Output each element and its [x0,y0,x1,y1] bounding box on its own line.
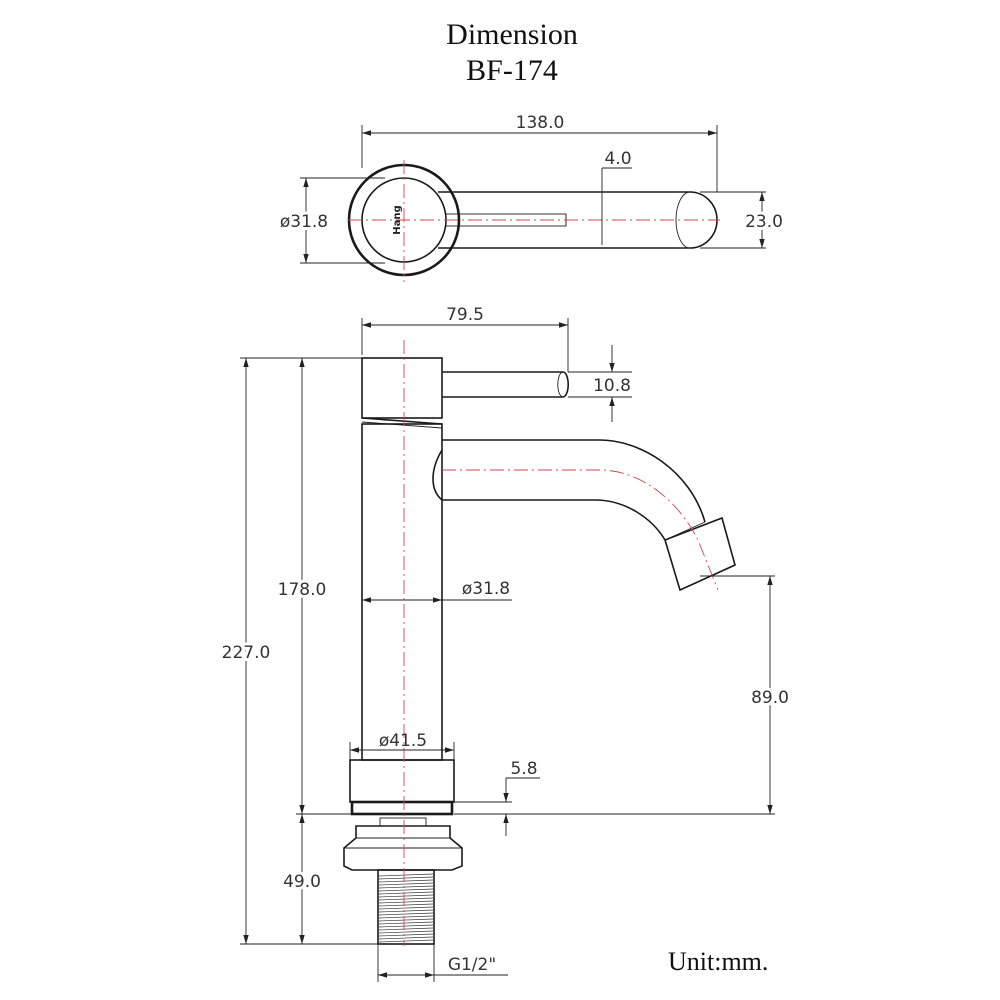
dim-label-base-diameter: ø41.5 [379,731,427,751]
thread-line [378,897,434,901]
unit-label: Unit:mm. [668,947,768,976]
thread-line [378,900,434,904]
thread-line [378,930,434,934]
dim-label-body-diameter: ø31.8 [462,579,510,599]
dim-label-thread-size: G1/2" [448,955,496,975]
dim-label-handle-length: 79.5 [446,305,484,325]
side-view-body [361,423,443,761]
dim-label-total-length: 138.0 [516,113,565,133]
cap-seam-2 [361,421,443,429]
thread-line [378,906,434,910]
nut-washer [379,817,427,827]
thread-line [378,936,434,940]
dim-label-spout-outlet-height: 89.0 [751,688,789,708]
thread-line [378,939,434,943]
dim-label-total-height: 227.0 [222,643,271,663]
thread-line [378,927,434,931]
side-view-cap [361,357,443,419]
thread-line [378,894,434,898]
dim-label-above-deck-height: 178.0 [278,580,327,600]
side-view-mounting-nut [343,825,463,871]
cap-seam [361,417,443,425]
thread-line [378,885,434,889]
side-view: 79.5 10.8 227.0 178.0 49.0 ø31.8 89.0 ø4 [219,305,792,982]
thread-line [378,915,434,919]
dim-label-handle-diameter: 10.8 [593,376,631,396]
top-view: Hang 138.0 4.0 ø31.8 23.0 [277,113,786,282]
thread-line [378,924,434,928]
thread-line [378,876,434,880]
dim-label-slot-width: 4.0 [604,149,631,169]
dim-label-top-handle-width: 23.0 [745,212,783,232]
dim-label-top-body-diameter: ø31.8 [280,212,328,232]
thread-line [378,873,434,877]
top-view-handle-end [675,191,691,249]
thread-line [378,909,434,913]
spout-nozzle-line [664,521,706,541]
dim-label-base-thickness: 5.8 [510,759,537,779]
thread-line [378,933,434,937]
thread-lines [378,873,434,943]
thread-line [378,903,434,907]
thread-line [378,888,434,892]
title-line-1: Dimension [446,18,578,51]
side-view-threaded-shank [377,869,435,945]
thread-line [378,921,434,925]
dim-label-shank-length: 49.0 [283,872,321,892]
side-view-spout [432,439,736,592]
side-view-base-plate [350,800,454,816]
side-view-base-ring [349,759,455,803]
side-view-handle [442,371,570,398]
thread-line [378,891,434,895]
thread-line [378,882,434,886]
thread-line [378,912,434,916]
thread-line [378,918,434,922]
spout-centerline [442,469,719,591]
title-line-2: BF-174 [466,54,558,87]
thread-line [378,879,434,883]
handle-end [557,371,564,398]
